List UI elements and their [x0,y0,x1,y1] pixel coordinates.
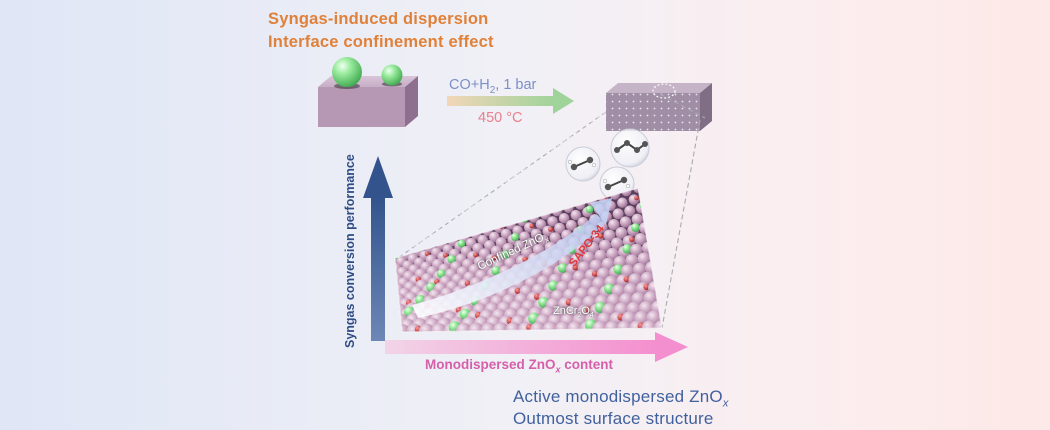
y-axis-arrow [363,156,393,341]
lattice-atom [637,252,651,266]
lattice-atom [558,212,570,224]
oxygen-atom [629,236,635,243]
bubble-1 [565,146,601,182]
lattice-atom [649,250,662,264]
oxygen-atom [473,252,479,258]
oxygen-atom [623,276,630,283]
lattice-atom [610,237,623,250]
zno-surface-atom [457,239,466,248]
oxygen-atom [548,226,554,232]
oxygen-atom [491,255,498,261]
oxygen-atom [443,252,448,258]
zno-surface-atom [501,249,510,259]
zno-surface-atom [491,265,501,276]
oxygen-atom [514,287,521,295]
zno-surface-atom [585,205,594,214]
oxygen-atom [424,251,430,257]
lattice-atom [625,254,639,268]
lattice-atom [547,216,558,227]
caption-surface-structure: Outmost surface structure [513,409,714,428]
lattice-atom [632,262,647,277]
caption-active-znox: Active monodispersed ZnOx [513,387,729,410]
caption-dispersion: Syngas-induced dispersion [268,10,489,28]
projection-line-overlay [397,111,607,259]
lattice-atom [619,216,632,228]
lattice-atom [587,241,600,254]
lattice-atom [654,320,662,332]
lattice-atom [624,205,636,217]
lattice-atom [549,232,561,244]
lattice-atom [599,239,612,252]
y-axis-label: Syngas conversion performance [343,154,357,348]
lattice-atom [575,244,588,257]
oxygen-atom [529,223,535,229]
lattice-atom [640,191,651,202]
oxygen-atom [597,233,604,239]
catalyst-block-left [318,57,418,127]
lattice-atom [643,211,655,223]
lattice-atom [646,230,659,243]
zno-particle-small [381,64,403,86]
lattice-atom [615,227,628,239]
lattice-atom [519,231,531,243]
zno-surface-atom [447,254,456,264]
lattice-atom [606,247,619,261]
lattice-atom [630,243,643,257]
zno-surface-atom [613,264,624,275]
lattice-atom [631,213,643,225]
lattice-atom [530,228,542,240]
lattice-atom [617,197,628,208]
lattice-atom [535,219,547,230]
lattice-atom [537,234,549,247]
bubble-2 [610,128,650,168]
label-zncr2o4: ZnCr2O4 [553,305,594,320]
condition-temperature: 450 °C [478,110,523,126]
lattice-atom [603,229,616,242]
oxygen-atom [591,270,598,277]
conditions-arrow [447,88,574,114]
x-axis-label: Monodispersed ZnOx content [425,357,614,375]
lattice-atom [570,209,582,221]
zno-surface-atom [622,244,632,254]
lattice-atom [634,233,647,246]
lattice-atom [565,219,577,231]
oxygen-atom [648,243,655,249]
lattice-atom [608,218,620,231]
zno-surface-atom [631,223,640,232]
catalyst-block-right [606,83,712,131]
lattice-atom [594,249,607,263]
oxygen-atom [572,264,579,271]
spillover-arrow [412,198,612,318]
condition-gas: CO+H2, 1 bar [449,77,537,96]
x-axis-arrow [385,332,688,362]
zno-surface-atom [510,232,520,242]
lattice-atom [612,208,624,220]
lattice-atom [554,222,566,234]
caption-confinement: Interface confinement effect [268,33,494,51]
zno-surface-atom [557,263,568,273]
oxygen-atom [634,195,639,201]
zno-particle-large [332,57,362,87]
